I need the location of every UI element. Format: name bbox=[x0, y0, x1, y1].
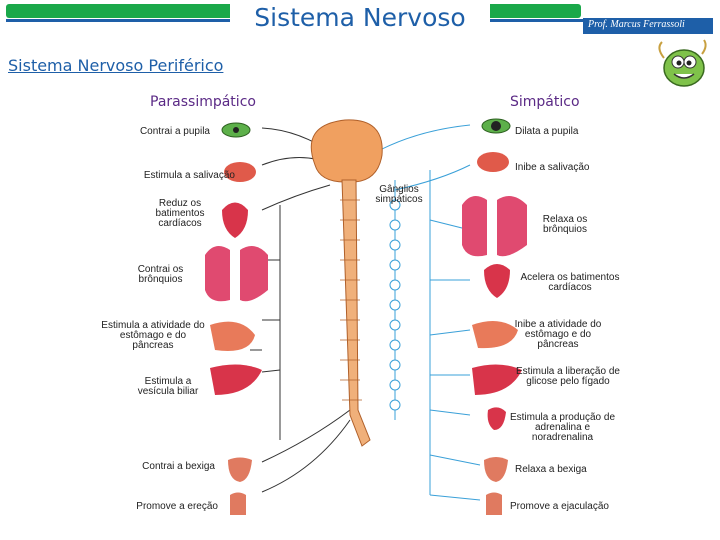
sym-label-bladder: Relaxa a bexiga bbox=[515, 464, 587, 475]
sympathetic-nerves bbox=[379, 124, 481, 501]
column-heading-parasympathetic: Parassimpático bbox=[150, 94, 256, 110]
column-heading-sympathetic: Simpático bbox=[510, 94, 580, 110]
sym-label-liver: Estimula a liberação de glicose pelo fíg… bbox=[516, 366, 620, 387]
mascot-icon bbox=[658, 39, 707, 87]
section-title: Sistema Nervoso Periférico bbox=[8, 56, 224, 75]
diagram-drawing bbox=[205, 118, 527, 515]
para-label-heart: Reduz os batimentos cardíacos bbox=[155, 198, 205, 229]
para-label-gallbladder: Estimula a vesícula biliar bbox=[137, 376, 199, 397]
para-label-erection: Promove a ereção bbox=[136, 501, 218, 512]
parasympathetic-organs bbox=[205, 122, 268, 515]
para-label-stomach: Estimula a atividade do estômago e do pâ… bbox=[101, 320, 205, 351]
vertebrae-marks bbox=[340, 199, 362, 401]
sym-label-bronchi: Relaxa os brônquios bbox=[542, 214, 588, 235]
parasympathetic-nerves bbox=[250, 127, 351, 493]
sym-label-salivation: Inibe a salivação bbox=[515, 162, 590, 173]
ganglia-label: Gânglios simpáticos bbox=[375, 184, 423, 205]
author-credit: Prof. Marcus Ferrassoli bbox=[588, 19, 685, 30]
header-bar-blue bbox=[583, 18, 713, 34]
nervous-system-diagram: Contrai a pupila Estimula a salivação Re… bbox=[0, 110, 720, 540]
sympathetic-ganglia-chain bbox=[389, 199, 401, 411]
para-label-pupil: Contrai a pupila bbox=[139, 126, 210, 137]
para-label-bladder: Contrai a bexiga bbox=[142, 461, 215, 472]
sym-label-stomach: Inibe a atividade do estômago e do pâncr… bbox=[514, 319, 602, 350]
brain-drawing bbox=[310, 119, 383, 183]
sympathetic-organs bbox=[462, 118, 527, 515]
sym-label-ejaculation: Promove a ejaculação bbox=[510, 501, 609, 512]
sym-label-adrenal: Estimula a produção de adrenalina e nora… bbox=[509, 412, 616, 443]
spinal-cord-drawing bbox=[341, 179, 371, 447]
para-label-bronchi: Contrai os brônquios bbox=[137, 264, 184, 285]
slide-title: Sistema Nervoso bbox=[230, 2, 490, 36]
sym-label-pupil: Dilata a pupila bbox=[515, 126, 579, 137]
para-label-salivation: Estimula a salivação bbox=[143, 170, 235, 181]
sym-label-heart: Acelera os batimentos cardíacos bbox=[520, 272, 620, 293]
